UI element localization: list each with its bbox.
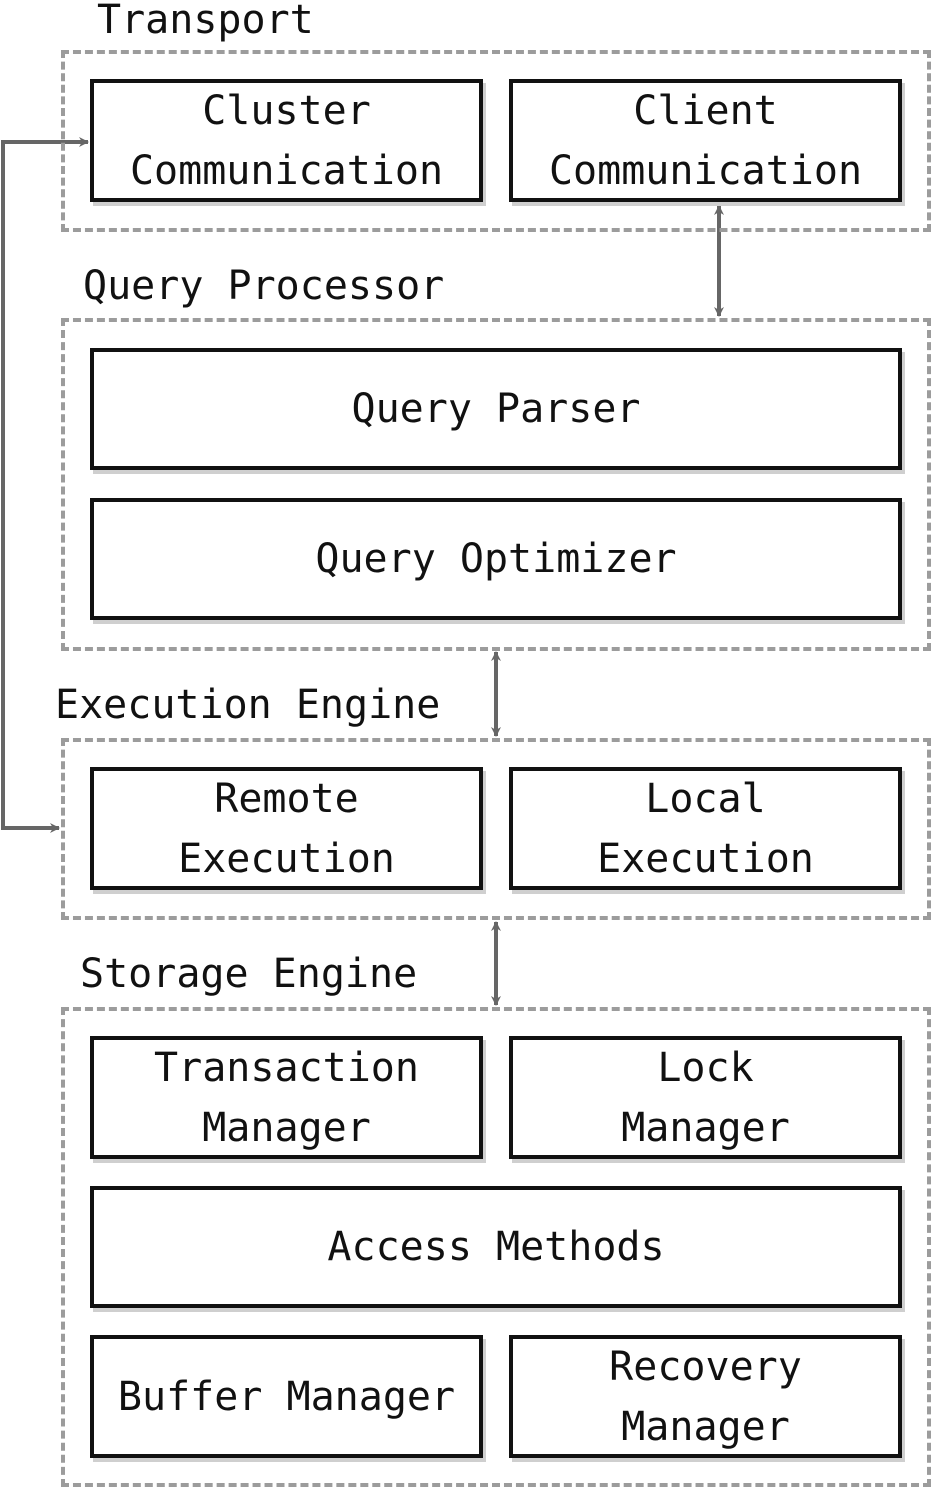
- cluster-communication-box: Cluster Communication: [90, 79, 483, 202]
- transport-layer-title: Transport: [97, 0, 314, 43]
- remote-execution-line-2: Execution: [178, 835, 395, 882]
- client-communication-box: Client Communication: [509, 79, 902, 202]
- cluster-communication-line-1: Cluster: [202, 87, 371, 134]
- query-parser-label: Query Parser: [351, 386, 641, 432]
- remote-execution-line-1: Remote: [214, 775, 359, 822]
- transaction-manager-line-2: Manager: [202, 1104, 371, 1151]
- transport-layer-group: [61, 50, 931, 232]
- buffer-manager-label: Buffer Manager: [117, 1373, 456, 1420]
- client-communication-line-2: Communication: [548, 147, 863, 194]
- execution-engine-layer-title: Execution Engine: [55, 682, 441, 728]
- query-processor-layer-group: [61, 318, 931, 651]
- access-methods-box: Access Methods: [90, 1186, 902, 1308]
- query-parser-box: Query Parser: [90, 348, 902, 470]
- local-execution-box: Local Execution: [509, 767, 902, 890]
- access-methods-label: Access Methods: [327, 1224, 665, 1270]
- recovery-manager-box: Recovery Manager: [509, 1335, 902, 1458]
- local-execution-line-2: Execution: [597, 835, 814, 882]
- transaction-manager-box: Transaction Manager: [90, 1036, 483, 1159]
- local-execution-line-1: Local: [645, 775, 766, 822]
- lock-manager-box: Lock Manager: [509, 1036, 902, 1159]
- lock-manager-line-2: Manager: [621, 1104, 790, 1151]
- arrow-cluster-loop: [1, 137, 89, 833]
- cluster-communication-line-2: Communication: [129, 147, 444, 194]
- query-processor-layer-title: Query Processor: [83, 263, 445, 309]
- query-optimizer-label: Query Optimizer: [315, 536, 677, 582]
- client-communication-line-1: Client: [633, 87, 778, 134]
- storage-engine-layer-group: [61, 1007, 931, 1487]
- storage-engine-layer-title: Storage Engine: [80, 951, 418, 997]
- query-optimizer-box: Query Optimizer: [90, 498, 902, 620]
- buffer-manager-box: Buffer Manager: [90, 1335, 483, 1458]
- recovery-manager-line-2: Manager: [621, 1403, 790, 1450]
- recovery-manager-line-1: Recovery: [609, 1343, 802, 1390]
- execution-engine-layer-group: [61, 738, 931, 920]
- remote-execution-box: Remote Execution: [90, 767, 483, 890]
- lock-manager-line-1: Lock: [657, 1044, 754, 1091]
- transaction-manager-line-1: Transaction: [154, 1044, 419, 1091]
